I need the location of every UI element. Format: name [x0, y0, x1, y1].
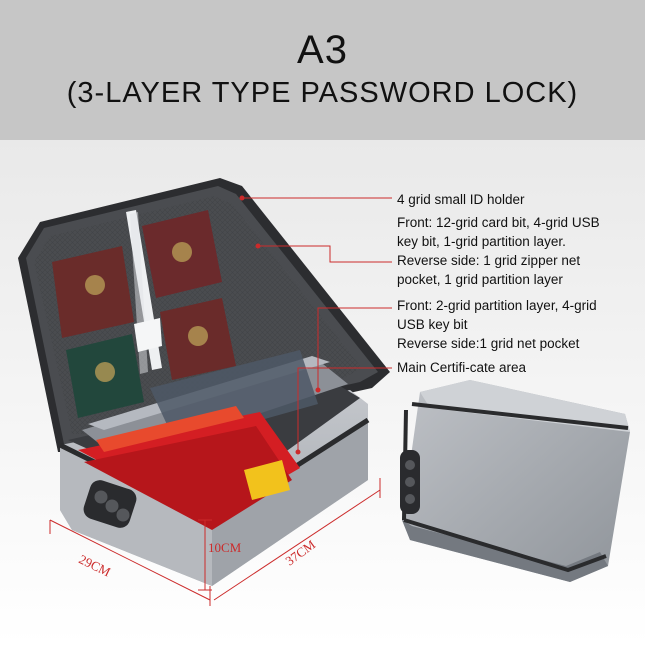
passport-group — [52, 210, 236, 418]
open-bag — [18, 178, 390, 586]
dimension-guides — [49, 478, 381, 606]
annotation-line: Reverse side:1 grid net pocket — [397, 336, 580, 351]
annotation-line: USB key bit — [397, 317, 468, 332]
page-subtitle: (3-LAYER TYPE PASSWORD LOCK) — [66, 77, 579, 109]
product-stage: 29CM 10CM 37CM 4 grid small ID holder Fr… — [0, 140, 645, 645]
annotation-line: Reverse side: 1 grid zipper net — [397, 253, 581, 268]
annotation-line: Front: 12-grid card bit, 4-grid USB — [397, 215, 600, 230]
product-illustration — [18, 178, 630, 606]
title-banner: A3 (3-LAYER TYPE PASSWORD LOCK) — [0, 0, 645, 140]
page-title: A3 — [297, 28, 348, 72]
annotation-line: Front: 2-grid partition layer, 4-grid — [397, 298, 597, 313]
annotation-id-holder: 4 grid small ID holder — [397, 190, 525, 209]
annotation-main-area: Main Certifi-cate area — [397, 358, 526, 377]
height-dimension-label: 10CM — [208, 540, 242, 555]
annotation-line: Main Certifi-cate area — [397, 360, 527, 375]
annotation-line: 4 grid small ID holder — [397, 192, 525, 207]
combination-lock-icon — [83, 480, 137, 528]
closed-bag — [400, 380, 630, 582]
leader-lines — [239, 195, 392, 455]
annotation-partition-layer: Front: 2-grid partition layer, 4-grid US… — [397, 296, 597, 353]
annotation-card-layer: Front: 12-grid card bit, 4-grid USB key … — [397, 213, 600, 289]
annotation-line: key bit, 1-grid partition layer. — [397, 234, 566, 249]
annotation-line: pocket, 1 grid partition layer — [397, 272, 563, 287]
